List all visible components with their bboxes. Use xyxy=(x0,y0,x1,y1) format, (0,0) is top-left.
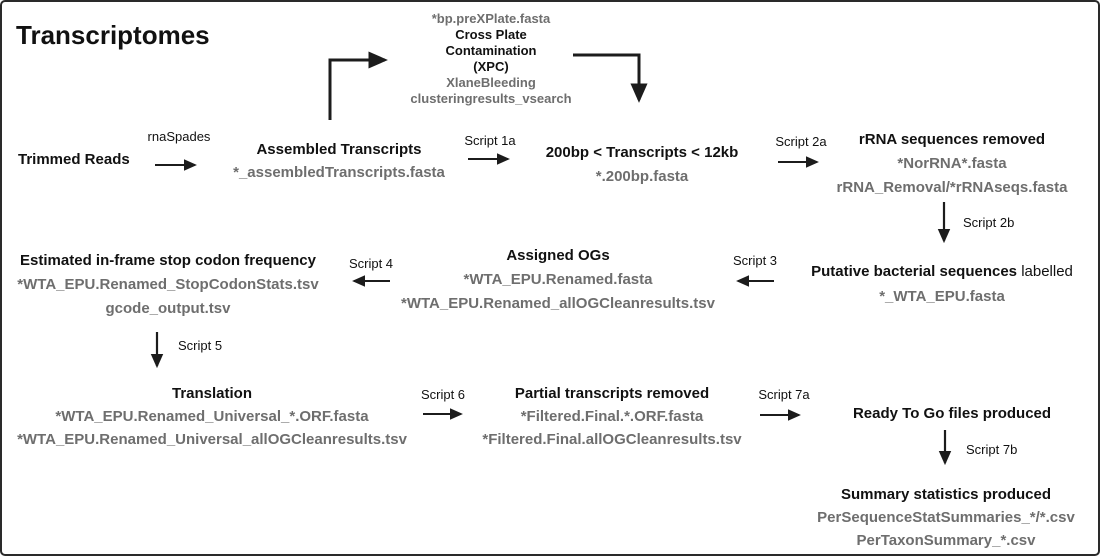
node-summary-statistics: Summary statistics produced PerSequenceS… xyxy=(817,483,1075,552)
arrow-assembled-to-xpc xyxy=(328,51,388,120)
node-title-xpc-line3: (XPC) xyxy=(473,59,509,74)
node-file-filtered-tsv: *Filtered.Final.allOGCleanresults.tsv xyxy=(482,431,742,448)
node-cross-plate-contamination: *bp.preXPlate.fasta Cross Plate Contamin… xyxy=(410,11,571,107)
label-script-7b: Script 7b xyxy=(966,442,1018,457)
node-rrna-removed: rRNA sequences removed *NorRNA*.fasta rR… xyxy=(837,128,1068,200)
label-script-5: Script 5 xyxy=(178,338,223,353)
node-title-rrna-removed: rRNA sequences removed xyxy=(858,131,1046,148)
node-title-partial-removed: Partial transcripts removed xyxy=(514,385,710,402)
node-file-gcode-output: gcode_output.tsv xyxy=(105,300,231,317)
node-title-translation: Translation xyxy=(171,385,253,402)
node-file-persequence-csv: PerSequenceStatSummaries_*/*.csv xyxy=(817,509,1075,526)
node-title-trimmed-reads: Trimmed Reads xyxy=(18,151,130,168)
node-partial-removed: Partial transcripts removed *Filtered.Fi… xyxy=(482,382,741,451)
node-title-assembled-transcripts: Assembled Transcripts xyxy=(256,141,422,158)
node-assigned-ogs: Assigned OGs *WTA_EPU.Renamed.fasta *WTA… xyxy=(401,244,715,316)
node-title-bacterial-labelled: Putative bacterial sequences labelled xyxy=(811,259,1073,284)
node-size-filter: 200bp < Transcripts < 12kb *.200bp.fasta xyxy=(546,141,739,189)
node-trimmed-reads: Trimmed Reads xyxy=(18,148,130,171)
node-title-summary-statistics: Summary statistics produced xyxy=(840,486,1052,503)
label-script-7a: Script 7a xyxy=(758,387,810,402)
node-title-xpc-line2: Contamination xyxy=(445,43,537,58)
node-stop-codon-frequency: Estimated in-frame stop codon frequency … xyxy=(17,249,318,321)
label-script-3: Script 3 xyxy=(732,253,778,268)
node-file-xpc-clusteringresults: clusteringresults_vsearch xyxy=(410,91,572,106)
node-file-size-filter: *.200bp.fasta xyxy=(595,168,689,185)
page-title: Transcriptomes xyxy=(16,20,210,50)
node-file-filtered-orf: *Filtered.Final.*.ORF.fasta xyxy=(520,408,704,425)
node-ready-to-go: Ready To Go files produced xyxy=(853,402,1051,425)
label-script-2b: Script 2b xyxy=(963,215,1015,230)
node-title-stop-codon: Estimated in-frame stop codon frequency xyxy=(20,252,316,269)
node-file-translation-tsv: *WTA_EPU.Renamed_Universal_allOGCleanres… xyxy=(17,431,407,448)
node-title-bacterial-bold: Putative bacterial sequences xyxy=(811,263,1022,280)
node-file-bacterial: *_WTA_EPU.fasta xyxy=(879,288,1005,305)
node-file-translation-orf: *WTA_EPU.Renamed_Universal_*.ORF.fasta xyxy=(55,408,369,425)
node-file-pertaxon-csv: PerTaxonSummary_*.csv xyxy=(856,532,1036,549)
node-translation: Translation *WTA_EPU.Renamed_Universal_*… xyxy=(17,382,407,451)
node-file-xpc-xlanebleeding: XlaneBleeding xyxy=(446,75,536,90)
node-file-assembled-transcripts: *_assembledTranscripts.fasta xyxy=(233,164,445,181)
node-assembled-transcripts: Assembled Transcripts *_assembledTranscr… xyxy=(233,138,445,184)
label-script-2a: Script 2a xyxy=(775,134,827,149)
arrow-xpc-to-size-filter xyxy=(573,53,648,103)
node-title-ready-to-go: Ready To Go files produced xyxy=(852,405,1052,422)
node-file-xpc-input: *bp.preXPlate.fasta xyxy=(431,11,551,26)
node-title-assigned-ogs: Assigned OGs xyxy=(506,247,610,264)
label-script-1a: Script 1a xyxy=(464,133,516,148)
node-file-rrna-norrna: *NorRNA*.fasta xyxy=(897,155,1007,172)
node-title-size-filter: 200bp < Transcripts < 12kb xyxy=(545,144,739,161)
label-script-6: Script 6 xyxy=(420,387,466,402)
node-file-stop-codon-stats: *WTA_EPU.Renamed_StopCodonStats.tsv xyxy=(17,276,319,293)
label-script-4: Script 4 xyxy=(348,256,394,271)
node-title-bacterial-light: labelled xyxy=(1021,263,1073,280)
node-file-assigned-ogs-tsv: *WTA_EPU.Renamed_allOGCleanresults.tsv xyxy=(401,295,715,312)
node-title-xpc-line1: Cross Plate xyxy=(455,27,527,42)
node-bacterial-labelled: Putative bacterial sequences labelled *_… xyxy=(811,259,1073,309)
label-rnaspades: rnaSpades xyxy=(147,129,211,144)
node-file-rrna-removal: rRNA_Removal/*rRNAseqs.fasta xyxy=(836,179,1068,196)
node-file-assigned-ogs-fasta: *WTA_EPU.Renamed.fasta xyxy=(463,271,653,288)
